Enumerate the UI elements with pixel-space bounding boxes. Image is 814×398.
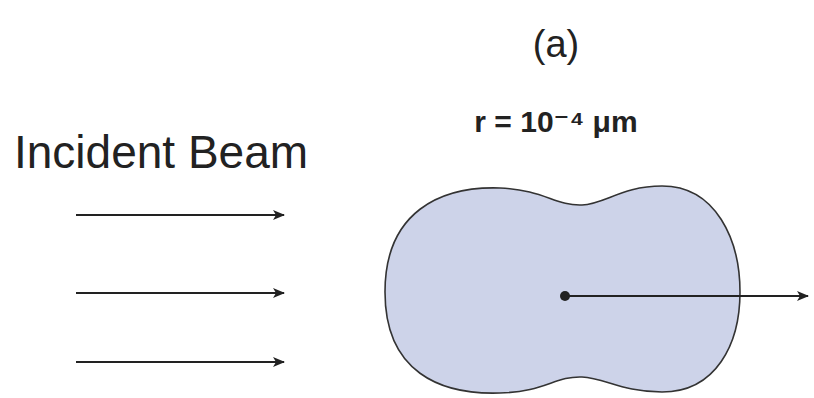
scattering-pattern [385, 186, 740, 393]
radius-label: r = 10⁻⁴ μm [474, 105, 637, 138]
panel-label: (a) [533, 24, 579, 66]
forward-arrow [565, 295, 808, 297]
beam-label: Incident Beam [14, 127, 308, 178]
incident-arrows [76, 215, 284, 362]
